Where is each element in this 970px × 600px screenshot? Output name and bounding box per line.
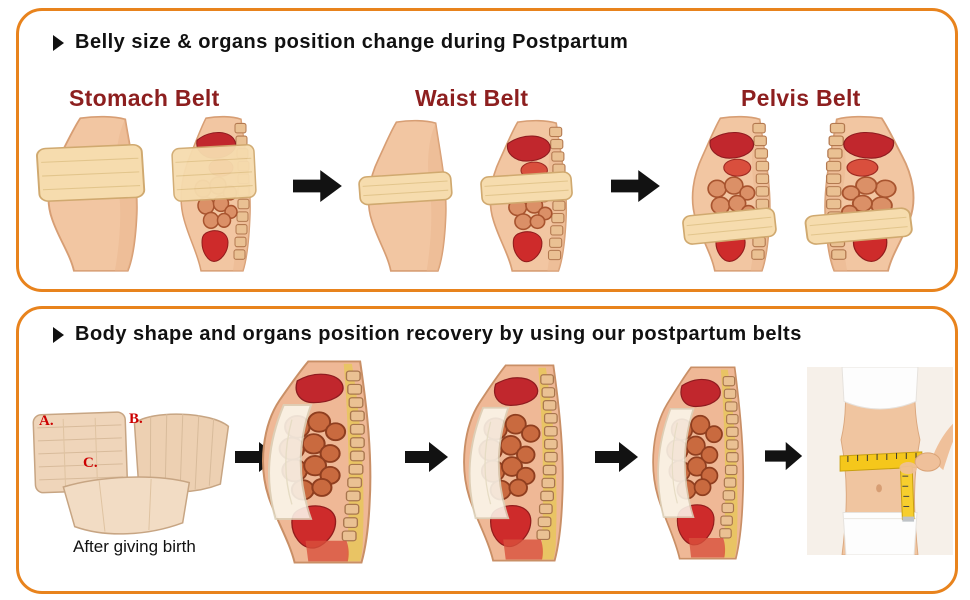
panel-recovery-progress: Body shape and organs position recovery … [16,306,958,594]
stomach-belt-cross-section-illustration [170,115,258,273]
panel-top-title: Belly size & organs position change duri… [75,31,629,53]
arrow-right-icon [765,441,803,471]
section-label-stomach-belt: Stomach Belt [69,85,220,111]
stomach-belt-outer-illustration [35,115,146,272]
panel-top-title-row: Belly size & organs position change duri… [53,31,628,54]
section-label-waist-belt: Waist Belt [415,85,529,111]
recovery-stage-3-illustration [652,366,745,560]
panel-bottom-title-row: Body shape and organs position recovery … [53,323,802,346]
waist-belt-outer-illustration [357,119,454,272]
arrow-right-icon [293,170,342,202]
triangle-bullet-icon [53,326,64,343]
pelvis-belt-outer-illustration [803,115,929,273]
panel-bottom-title: Body shape and organs position recovery … [75,323,802,345]
belt-a-product [32,411,129,494]
slim-waist-photo [807,367,953,555]
belt-letter-b: B. [129,411,143,427]
panel-postpartum-change: Belly size & organs position change duri… [16,8,958,292]
waist-belt-cross-section-illustration [479,119,574,273]
belt-letter-a: A. [39,413,54,429]
belt-letter-c: C. [83,455,98,471]
pelvis-belt-cross-section-illustration [681,115,778,273]
recovery-stage-2-illustration [463,364,564,562]
postpartum-belts-product-image [32,411,230,535]
recovery-stage-1-illustration [262,360,372,564]
belt-c-product [62,476,191,535]
triangle-bullet-icon [53,34,64,51]
arrow-right-icon [595,442,638,472]
arrow-right-icon [611,170,660,202]
arrow-right-icon [405,442,448,472]
section-label-pelvis-belt: Pelvis Belt [741,85,861,111]
after-birth-caption: After giving birth [73,537,196,556]
